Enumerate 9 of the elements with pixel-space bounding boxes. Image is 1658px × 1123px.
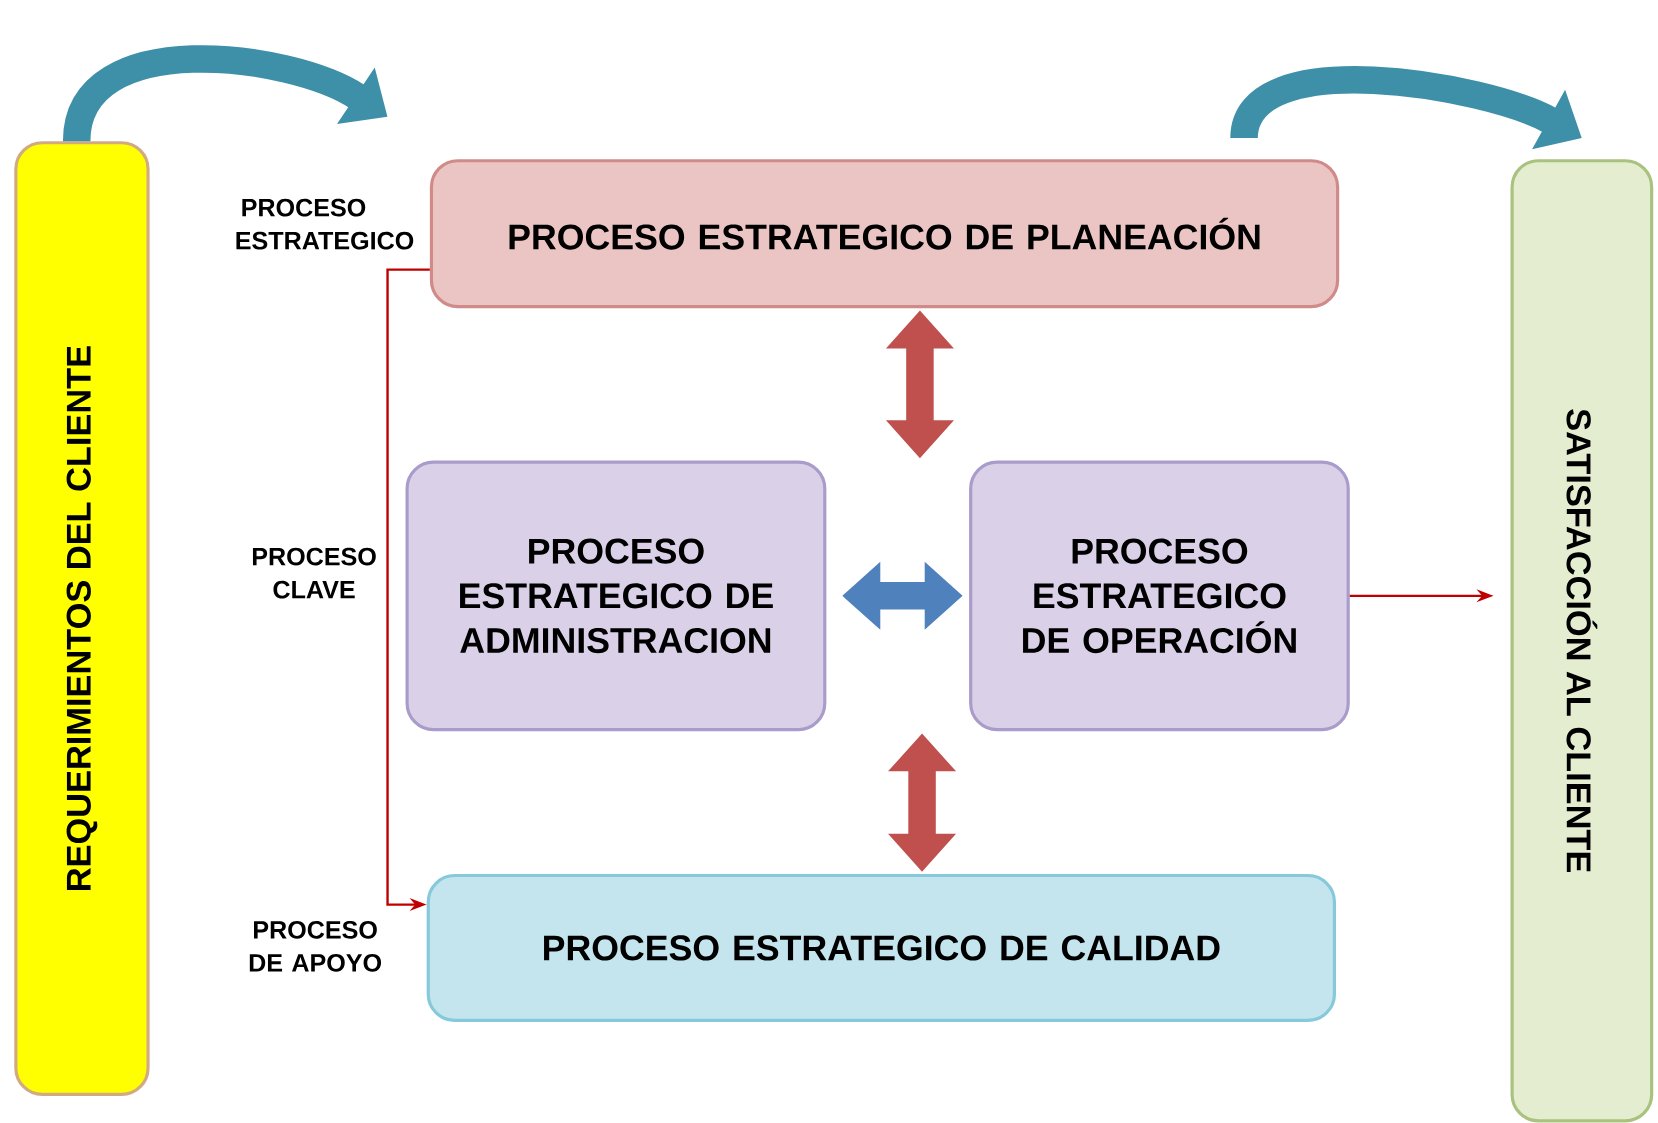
- side-label: PROCESO ESTRATEGICO: [236, 198, 414, 250]
- side-label: PROCESO CLAVE: [252, 547, 376, 599]
- side-label: PROCESO DE APOYO: [249, 921, 382, 972]
- side-bar: SATISFACCIÓN AL CLIENTE: [1510, 159, 1654, 1123]
- process-box: PROCESO ESTRATEGICO DE CALIDAD: [426, 873, 1337, 1022]
- process-box: PROCESO ESTRATEGICO DE ADMINISTRACION: [405, 460, 827, 732]
- process-box: PROCESO ESTRATEGICO DE OPERACIÓN: [969, 460, 1350, 732]
- process-box: PROCESO ESTRATEGICO DE PLANEACIÓN: [429, 159, 1340, 309]
- side-bar: REQUERIMIENTOS DEL CLIENTE: [14, 141, 150, 1097]
